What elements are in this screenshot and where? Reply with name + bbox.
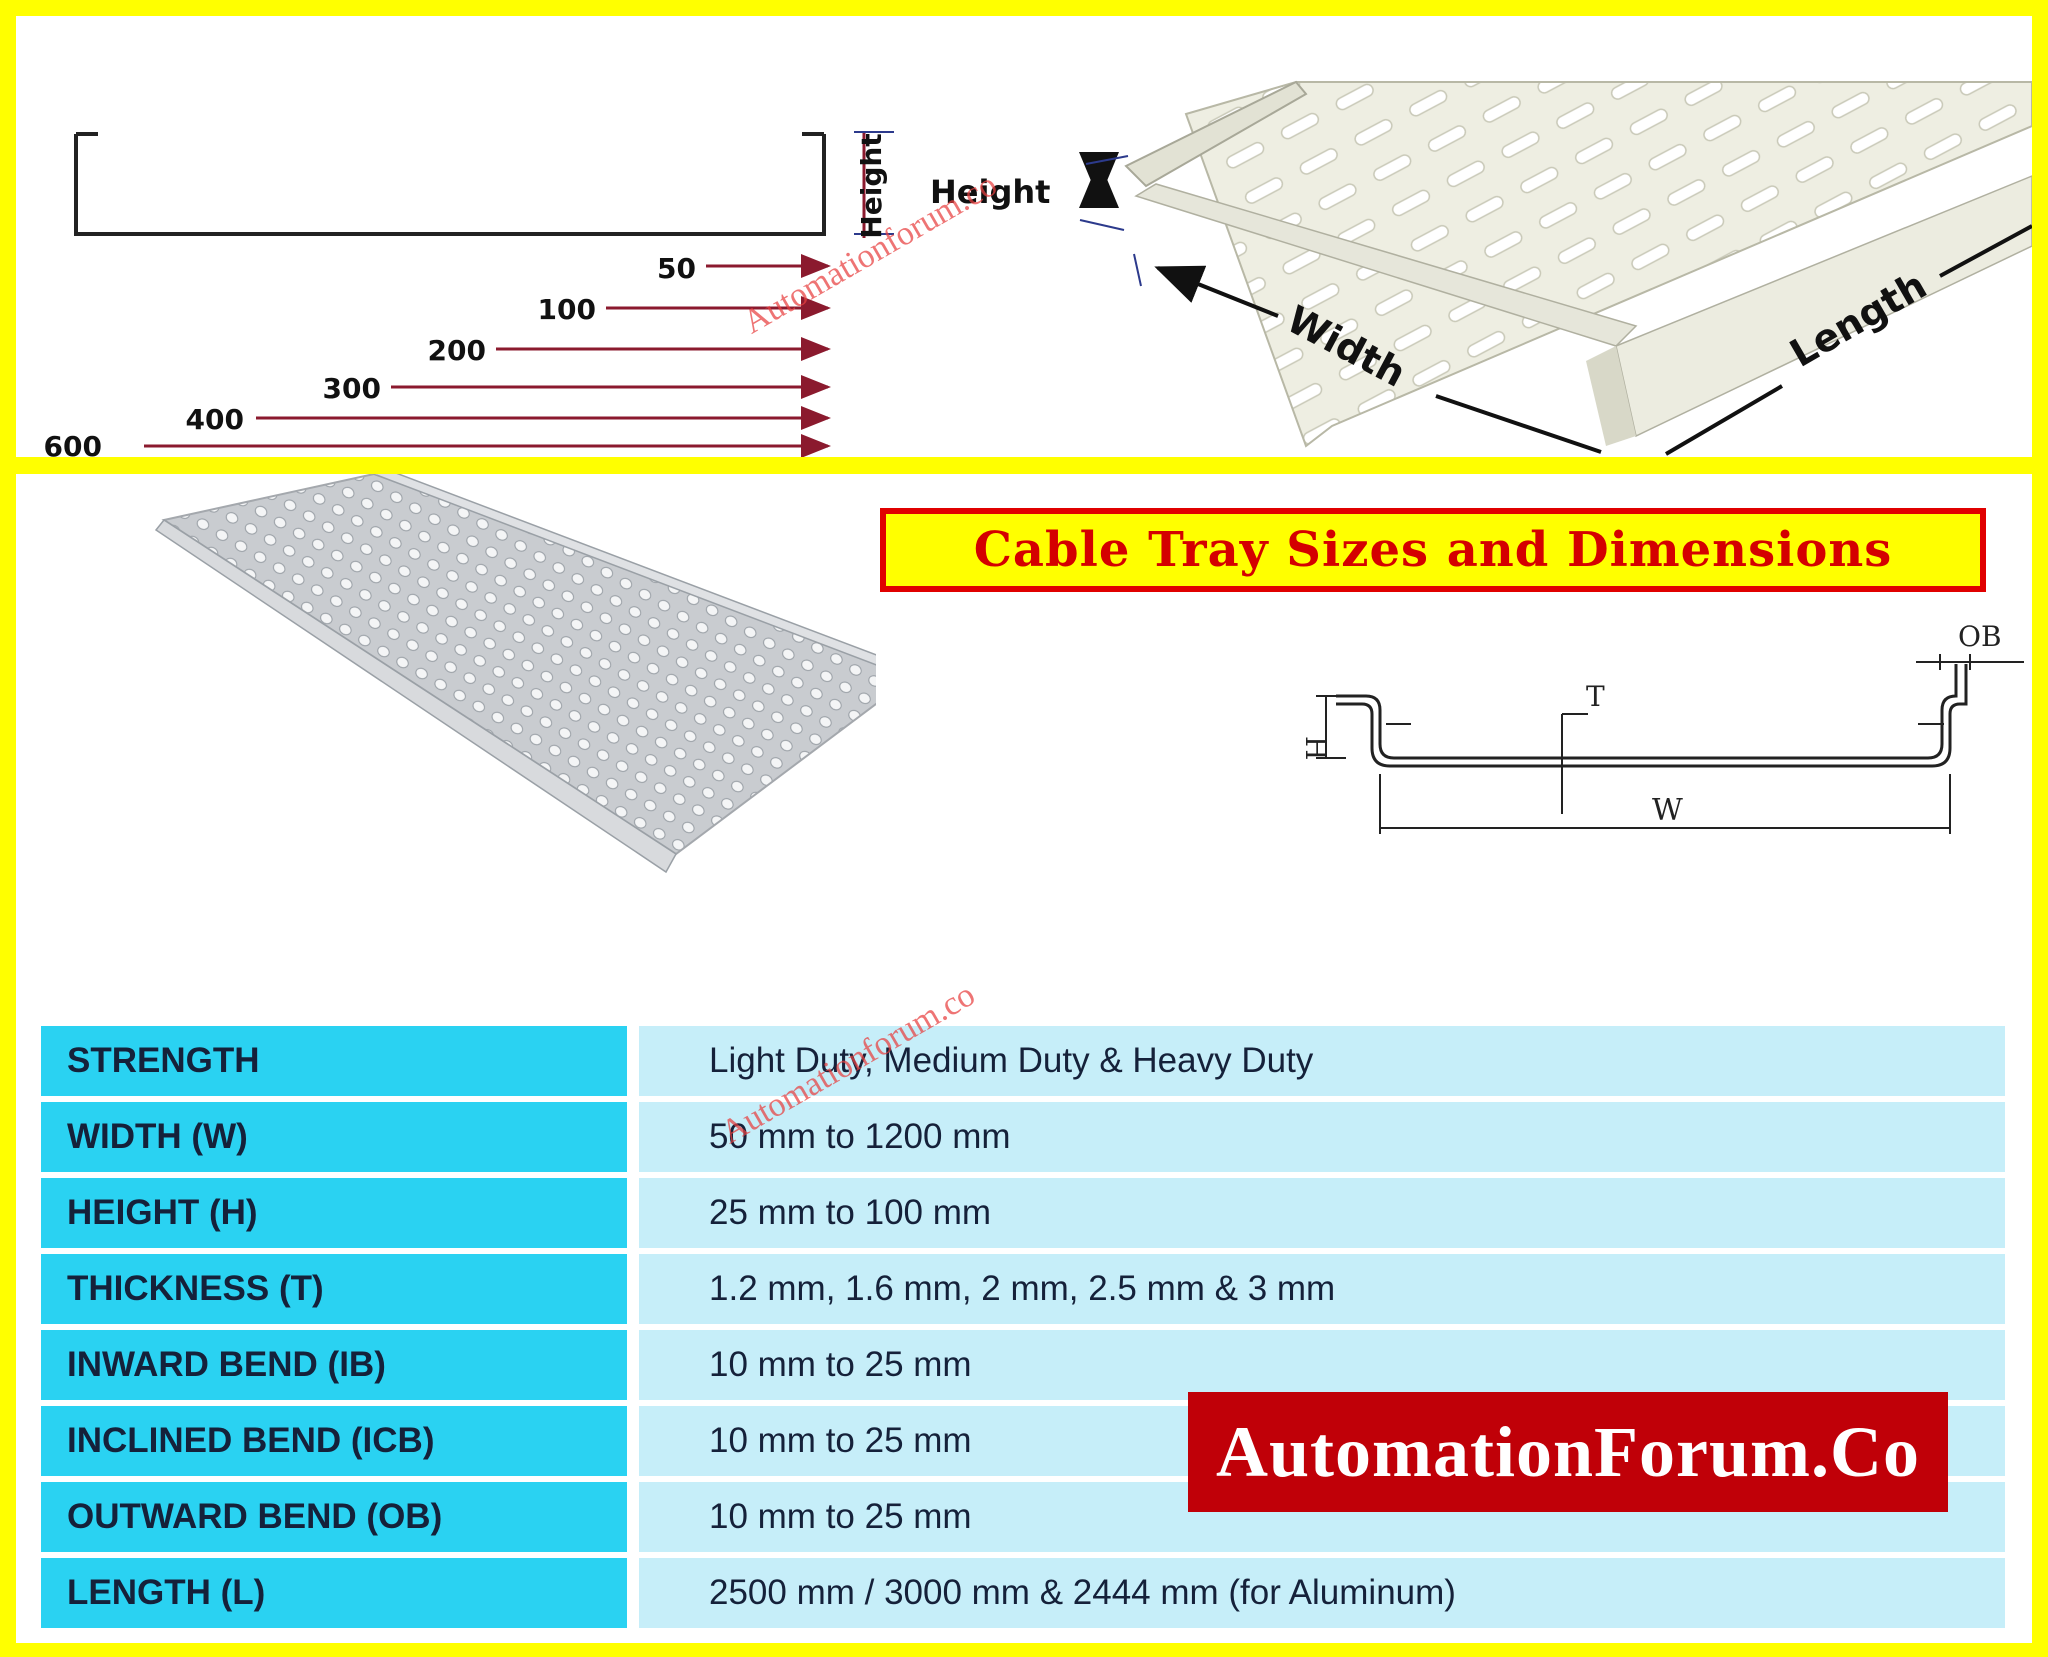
spec-value: 50 mm to 1200 mm (639, 1102, 2005, 1172)
spec-key: OUTWARD BEND (OB) (41, 1482, 639, 1552)
width-dimension-lines (144, 254, 831, 457)
title-banner: Cable Tray Sizes and Dimensions (880, 508, 1986, 592)
spec-key: THICKNESS (T) (41, 1254, 639, 1324)
spec-value: 25 mm to 100 mm (639, 1178, 2005, 1248)
bottom-panel: Cable Tray Sizes and Dimensions OB T H W (16, 474, 2032, 1643)
cross-section-drawing: OB T H W (1299, 624, 2024, 834)
page-title: Cable Tray Sizes and Dimensions (973, 522, 1893, 578)
width-label-300: 300 (323, 372, 381, 405)
width-label-600: 600 (44, 430, 102, 457)
brand-text: AutomationForum.Co (1216, 1411, 1920, 1492)
width-label-400: 400 (186, 403, 244, 436)
spec-key: WIDTH (W) (41, 1102, 639, 1172)
spec-value: 10 mm to 25 mm (639, 1330, 2005, 1400)
channel-profile (74, 134, 826, 236)
profile-height-label: Height (855, 133, 888, 238)
spec-value: 2500 mm / 3000 mm & 2444 mm (for Aluminu… (639, 1558, 2005, 1628)
spec-value: Light Duty, Medium Duty & Heavy Duty (639, 1026, 2005, 1096)
perforated-tray-illustration (1124, 80, 2032, 448)
spec-key: INWARD BEND (IB) (41, 1330, 639, 1400)
tray-height-label: Height (930, 173, 1050, 211)
spec-key: STRENGTH (41, 1026, 639, 1096)
table-row: WIDTH (W)50 mm to 1200 mm (41, 1102, 2005, 1172)
table-row: HEIGHT (H)25 mm to 100 mm (41, 1178, 2005, 1248)
h-label: H (1299, 736, 1332, 760)
ob-label: OB (1958, 624, 2002, 653)
t-label: T (1586, 680, 1605, 713)
width-height-diagram: Height 50 100 200 300 400 600 (44, 80, 2032, 457)
table-row: INWARD BEND (IB)10 mm to 25 mm (41, 1330, 2005, 1400)
brand-badge: AutomationForum.Co (1188, 1392, 1948, 1512)
spec-value: 1.2 mm, 1.6 mm, 2 mm, 2.5 mm & 3 mm (639, 1254, 2005, 1324)
spec-key: INCLINED BEND (ICB) (41, 1406, 639, 1476)
table-row: LENGTH (L)2500 mm / 3000 mm & 2444 mm (f… (41, 1558, 2005, 1628)
spec-key: HEIGHT (H) (41, 1178, 639, 1248)
w-label: W (1652, 793, 1683, 828)
width-label-100: 100 (538, 293, 596, 326)
table-row: THICKNESS (T)1.2 mm, 1.6 mm, 2 mm, 2.5 m… (41, 1254, 2005, 1324)
tray-photo-illustration (154, 474, 876, 874)
top-panel: Height 50 100 200 300 400 600 (16, 16, 2032, 457)
spec-key: LENGTH (L) (41, 1558, 639, 1628)
width-label-50: 50 (657, 252, 696, 285)
width-label-200: 200 (428, 334, 486, 367)
